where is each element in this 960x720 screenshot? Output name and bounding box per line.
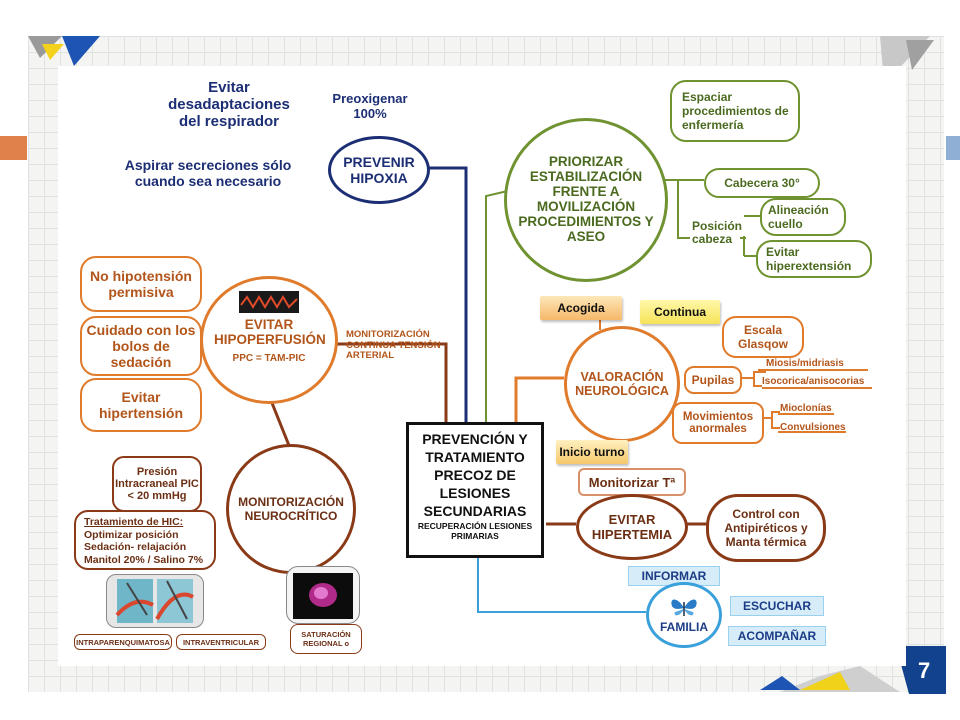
hic-line: Sedación- relajación [84,541,187,554]
isocorica-text: Isocorica/anisocorias [762,376,865,387]
ecg-monitor-icon [239,291,299,313]
cuidado-bolos-box: Cuidado con los bolos de sedación [80,316,202,376]
central-topic-subtitle: RECUPERACIÓN LESIONES PRIMARIAS [417,520,533,541]
monitorizar-temperatura-box: Monitorizar Tª [578,468,686,496]
butterfly-icon [671,599,697,616]
evitar-hipertemia-node: EVITAR HIPERTEMIA [576,494,688,560]
posicion-cabeza-text: Posición cabeza [692,219,743,247]
control-antipireticos-node: Control con Antipiréticos y Manta térmic… [706,494,826,562]
intraparenquimatosa-label: INTRAPARENQUIMATOSA [74,634,172,650]
evitar-hipertension-box: Evitar hipertensión [80,378,202,432]
evitar-desadaptaciones-text: Evitar desadaptaciones del respirador [168,79,290,130]
priorizar-estabilizacion-node: PRIORIZAR ESTABILIZACIÓN FRENTE A MOVILI… [504,118,668,282]
central-topic-box: PREVENCIÓN Y TRATAMIENTO PRECOZ DE LESIO… [406,422,544,558]
mioclonias-text: Mioclonías [780,403,832,414]
hic-title: Tratamiento de HIC: [84,516,184,528]
saturacion-regional-label: SATURACIÓN REGIONAL o [290,624,362,654]
miosis-text: Miosis/midriasis [766,358,844,369]
ppc-formula: PPC = TAM-PIC [232,353,306,365]
saturation-photo-frame [286,566,360,624]
evitar-hipoperfusion-title: EVITAR HIPOPERFUSIÓN [214,317,326,348]
presion-intracraneal-box: Presión Intracraneal PIC < 20 mmHg [112,456,202,512]
convulsiones-text: Convulsiones [780,422,846,433]
continua-tag: Continua [640,300,720,324]
pupilas-box: Pupilas [684,366,742,394]
familia-label: FAMILIA [660,620,708,634]
escuchar-label: ESCUCHAR [730,596,824,616]
prevenir-hipoxia-node: PREVENIR HIPOXIA [328,136,430,204]
movimientos-anormales-box: Movimientos anormales [672,402,764,444]
no-hipotension-box: No hipotensión permisiva [80,256,202,312]
espaciar-procedimientos-box: Espaciar procedimientos de enfermería [670,80,800,142]
hic-line: Manitol 20% / Salino 7% [84,553,204,566]
familia-node: FAMILIA [646,582,722,648]
inicio-turno-tag: Inicio turno [556,440,628,464]
intraventricular-label: INTRAVENTRICULAR [176,634,266,650]
aspirar-secreciones-text: Aspirar secreciones sólo cuando sea nece… [124,157,292,189]
acompanar-label: ACOMPAÑAR [728,626,826,646]
monitorizacion-neurocritico-node: MONITORIZACIÓN NEUROCRÍTICO [226,444,356,574]
acogida-tag: Acogida [540,296,622,320]
monitorizacion-continua-text: MONITORIZACIÓN CONTINUA TENSIÓN ARTERIAL [346,329,441,362]
cabecera-box: Cabecera 30° [704,168,820,198]
valoracion-neurologica-node: VALORACIÓN NEUROLÓGICA [564,326,680,442]
evitar-hipoperfusion-node: EVITAR HIPOPERFUSIÓN PPC = TAM-PIC [200,276,338,404]
central-topic-title: PREVENCIÓN Y TRATAMIENTO PRECOZ DE LESIO… [422,431,528,519]
preoxigenar-text: Preoxigenar 100% [332,91,408,121]
catheter-photo-frame [106,574,204,628]
alineacion-cuello-box: Alineación cuello [760,198,846,236]
hic-line: Optimizar posición [84,528,179,541]
catheter-photo [115,579,194,623]
page-number: 7 [918,658,931,683]
escala-glasgow-box: Escala Glasqow [722,316,804,358]
tratamiento-hic-box: Tratamiento de HIC: Optimizar posición S… [74,510,216,570]
evitar-hiperextension-box: Evitar hiperextensión [756,240,872,278]
brain-scan-photo [293,573,353,619]
informar-label: INFORMAR [628,566,720,586]
